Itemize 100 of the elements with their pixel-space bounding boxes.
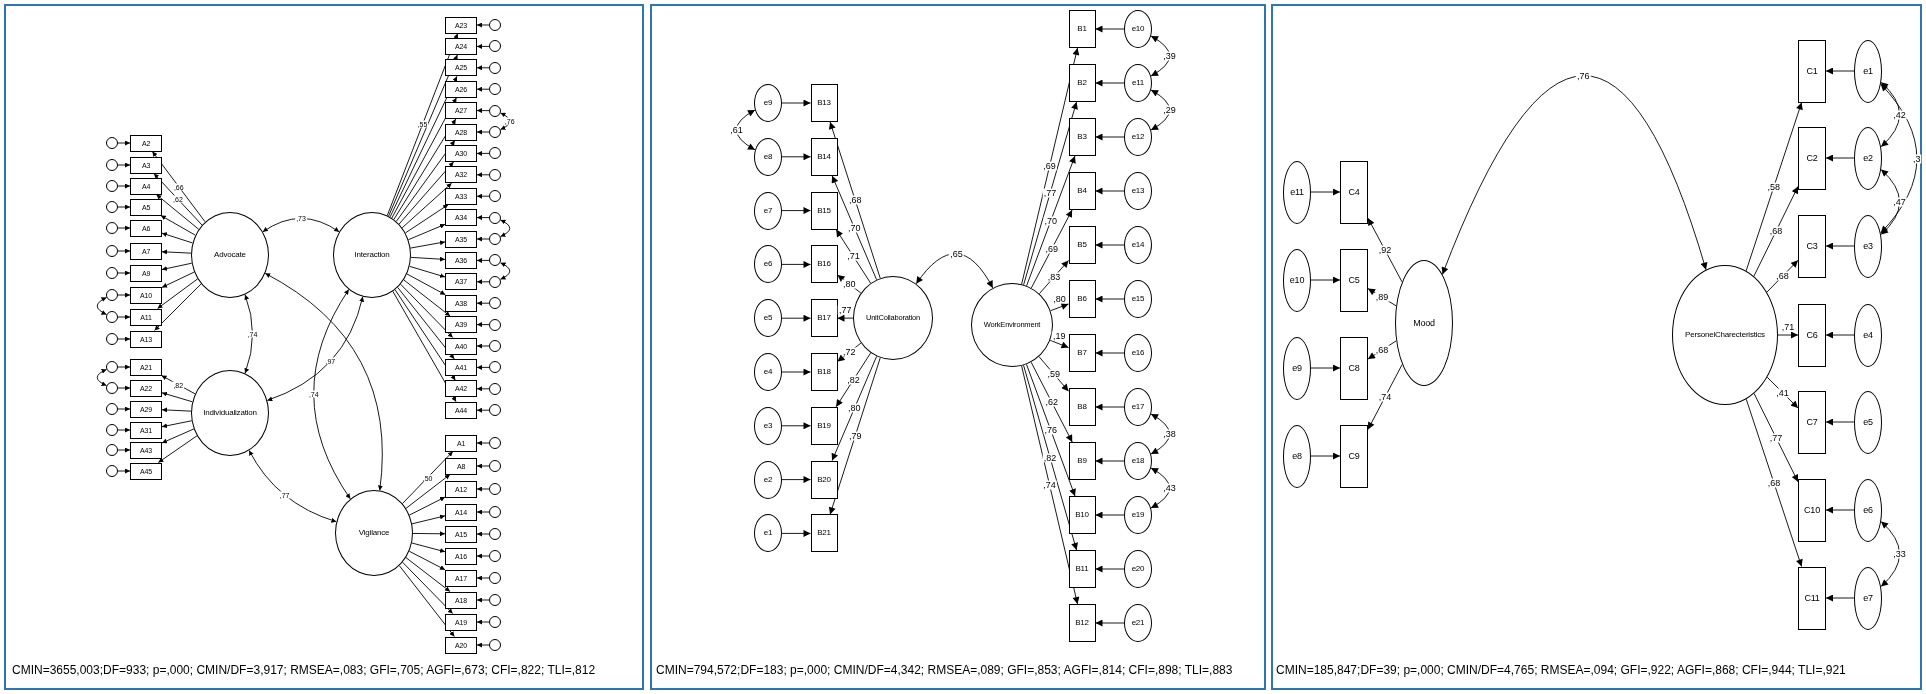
error-term-circle (106, 201, 118, 213)
error-term-circle: e8 (1283, 424, 1311, 488)
error-term-circle: e13 (1124, 172, 1152, 210)
error-term-circle: e4 (754, 353, 782, 391)
latent-variable-ellipse: Vigilance (335, 490, 413, 576)
observed-variable-box: B2 (1068, 64, 1096, 102)
edge-label: ,62 (1044, 397, 1059, 407)
observed-variable-box: C7 (1798, 390, 1826, 454)
edge-label: ,70 (847, 223, 862, 233)
error-term-circle: e4 (1854, 303, 1882, 367)
error-term-circle (489, 550, 501, 562)
observed-variable-box: B6 (1068, 280, 1096, 318)
error-term-circle (489, 483, 501, 495)
error-term-circle: e16 (1124, 334, 1152, 372)
edge-label: ,74 (1377, 392, 1393, 402)
fit-statistics: CMIN=185,847;DF=39; p=,000; CMIN/DF=4,765; RMSEA=,094; GFI=,922; AGFI=,868; CFI=,944; TLI=,921 (1276, 664, 1846, 676)
error-term-circle (489, 297, 501, 310)
observed-variable-box: B16 (810, 245, 838, 284)
observed-variable-box: B19 (810, 406, 838, 445)
error-term-circle (489, 254, 501, 267)
edge-label: ,47 (1892, 197, 1907, 207)
error-term-circle (489, 361, 501, 374)
error-term-circle (106, 382, 118, 394)
edge-label: ,3 (1912, 154, 1922, 163)
observed-variable-box: C3 (1798, 214, 1826, 278)
error-term-circle (489, 572, 501, 584)
error-term-circle (106, 245, 118, 257)
error-term-circle: e2 (1854, 126, 1882, 190)
error-term-circle (489, 460, 501, 472)
edge-label: ,68 (1768, 226, 1784, 236)
observed-variable-box: B21 (810, 514, 838, 553)
error-term-circle (489, 528, 501, 540)
error-term-circle (106, 424, 118, 436)
error-term-circle: e14 (1124, 226, 1152, 264)
error-term-circle: e1 (1854, 39, 1882, 103)
latent-variable-ellipse: Individualization (191, 370, 269, 456)
error-term-circle: e17 (1124, 388, 1152, 426)
edge-label: ,71 (1780, 322, 1796, 332)
observed-variable-box: B11 (1068, 550, 1096, 588)
edge-label: ,29 (1162, 105, 1177, 115)
edge-label: ,19 (1052, 331, 1067, 341)
error-term-circle (106, 267, 118, 279)
observed-variable-box: B1 (1068, 10, 1096, 48)
error-term-circle (106, 180, 118, 192)
error-term-circle (106, 333, 118, 345)
observed-variable-box: C9 (1340, 424, 1368, 488)
edge-label: ,69 (1044, 244, 1059, 254)
edge-label: ,68 (1374, 345, 1390, 355)
observed-variable-box: C4 (1340, 160, 1368, 224)
observed-variable-box: B10 (1068, 496, 1096, 534)
observed-variable-box: B7 (1068, 334, 1096, 372)
error-term-circle: e21 (1124, 604, 1152, 642)
observed-variable-box: C10 (1798, 478, 1826, 542)
edge-label: ,77 (838, 305, 853, 315)
edge-label: ,61 (729, 125, 744, 135)
edge-label: ,80 (1052, 294, 1067, 304)
error-term-circle: e7 (1854, 566, 1882, 630)
observed-variable-box: B14 (810, 137, 838, 176)
fit-statistics: CMIN=3655,003;DF=933; p=,000; CMIN/DF=3,917; RMSEA=,083; GFI=,705; AGFI=,673; CFI=,822; TLI=,812 (12, 664, 596, 676)
observed-variable-box: B12 (1068, 604, 1096, 642)
observed-variable-box: B13 (810, 84, 838, 122)
edge-label: ,38 (1162, 429, 1177, 439)
latent-variable-ellipse: PersonelCharecteristics (1672, 265, 1778, 405)
error-term-circle (489, 318, 501, 331)
observed-variable-box: B3 (1068, 118, 1096, 156)
observed-variable-box: B8 (1068, 388, 1096, 426)
error-term-circle: e10 (1283, 248, 1311, 312)
edge-label: ,59 (1046, 369, 1061, 379)
error-term-circle (106, 361, 118, 373)
error-term-circle (489, 506, 501, 518)
error-term-circle: e9 (1283, 336, 1311, 400)
error-term-circle: e6 (754, 245, 782, 284)
observed-variable-box: C5 (1340, 248, 1368, 312)
edge-label: ,58 (1766, 182, 1782, 192)
edge-label: ,83 (1046, 272, 1062, 282)
error-term-circle (489, 40, 501, 53)
error-term-circle (489, 340, 501, 352)
error-term-circle (489, 639, 501, 651)
error-term-circle: e8 (754, 137, 782, 176)
error-term-circle (489, 61, 501, 74)
observed-variable-box: B15 (810, 191, 838, 230)
error-term-circle (489, 147, 501, 160)
error-term-circle: e1 (754, 514, 782, 553)
edge-label: ,41 (1775, 388, 1790, 398)
error-term-circle (489, 190, 501, 203)
error-term-circle: e11 (1283, 160, 1311, 224)
edge-label: ,71 (846, 251, 861, 261)
error-term-circle: e18 (1124, 442, 1152, 480)
edge-label: ,77 (1042, 188, 1058, 198)
error-term-circle (106, 137, 118, 149)
error-term-circle: e3 (754, 406, 782, 445)
error-term-circle: e7 (754, 191, 782, 230)
observed-variable-box: C6 (1798, 303, 1826, 367)
observed-variable-box: B4 (1068, 172, 1096, 210)
edge-label: ,80 (841, 279, 857, 289)
error-term-circle: e10 (1124, 10, 1152, 48)
edge-label: ,77 (1768, 433, 1784, 443)
error-term-circle: e15 (1124, 280, 1152, 318)
edge-label: ,68 (1766, 478, 1782, 488)
error-term-circle (489, 437, 501, 449)
